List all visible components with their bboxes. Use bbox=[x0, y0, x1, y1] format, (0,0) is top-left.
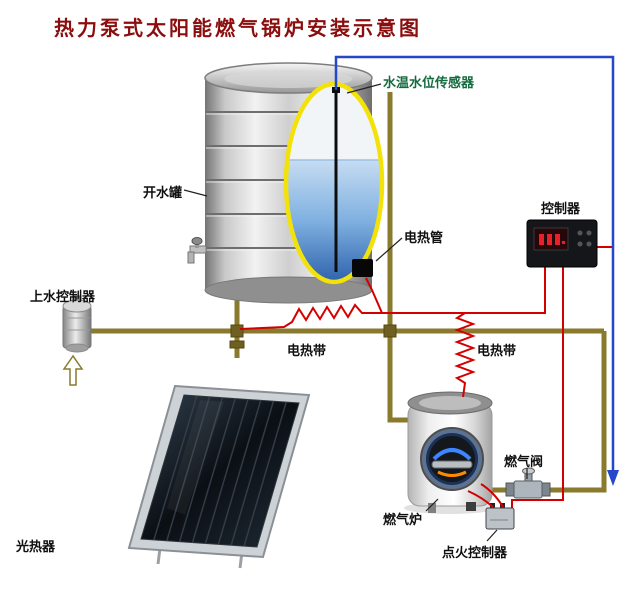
ignition-wire bbox=[511, 267, 564, 508]
label-water-supply-controller: 上水控制器 bbox=[30, 290, 96, 305]
label-gas-valve: 燃气阀 bbox=[504, 455, 544, 470]
heating-tape-horizontal bbox=[239, 267, 546, 330]
gas-furnace-unit bbox=[404, 391, 496, 514]
electric-heating-tube bbox=[352, 259, 373, 277]
label-heating-tape-left: 电热带 bbox=[287, 344, 327, 359]
spark-wire-1 bbox=[467, 490, 494, 508]
cold-water-sensor-line bbox=[334, 55, 619, 486]
orange-flame bbox=[437, 470, 467, 477]
leader-lines bbox=[183, 83, 528, 542]
pipe-fittings bbox=[229, 324, 397, 349]
cold-water-flow-arrow bbox=[607, 470, 619, 486]
gas-valve-device bbox=[505, 467, 551, 499]
diagram-title: 热力泵式太阳能燃气锅炉安装示意图 bbox=[54, 16, 422, 40]
blue-flame bbox=[432, 448, 472, 461]
label-heating-tube: 电热管 bbox=[404, 231, 444, 246]
label-ignition-controller: 点火控制器 bbox=[442, 546, 508, 561]
water-supply-controller-device bbox=[62, 295, 92, 386]
furnace-feed-pipe bbox=[387, 92, 410, 423]
spark-wire-2 bbox=[480, 483, 504, 508]
label-boiling-tank: 开水罐 bbox=[143, 186, 183, 201]
panel-tubes bbox=[153, 395, 287, 547]
label-heating-tape-right: 电热带 bbox=[477, 344, 517, 359]
supply-flow-arrow bbox=[62, 354, 84, 386]
label-controller: 控制器 bbox=[541, 202, 581, 217]
heating-tape-vertical bbox=[454, 312, 476, 398]
label-solar-collector: 光热器 bbox=[16, 540, 56, 555]
ignition-controller-device bbox=[485, 503, 515, 530]
controller-device bbox=[526, 219, 598, 268]
heating-wires bbox=[239, 246, 613, 508]
solar-collector-panel bbox=[127, 384, 311, 569]
label-water-temp-level-sensor: 水温水位传感器 bbox=[383, 76, 475, 91]
label-gas-furnace: 燃气炉 bbox=[383, 513, 423, 528]
tank-faucet bbox=[187, 237, 207, 264]
heating-tube-wire bbox=[365, 277, 383, 314]
cutaway-ring bbox=[283, 81, 385, 285]
